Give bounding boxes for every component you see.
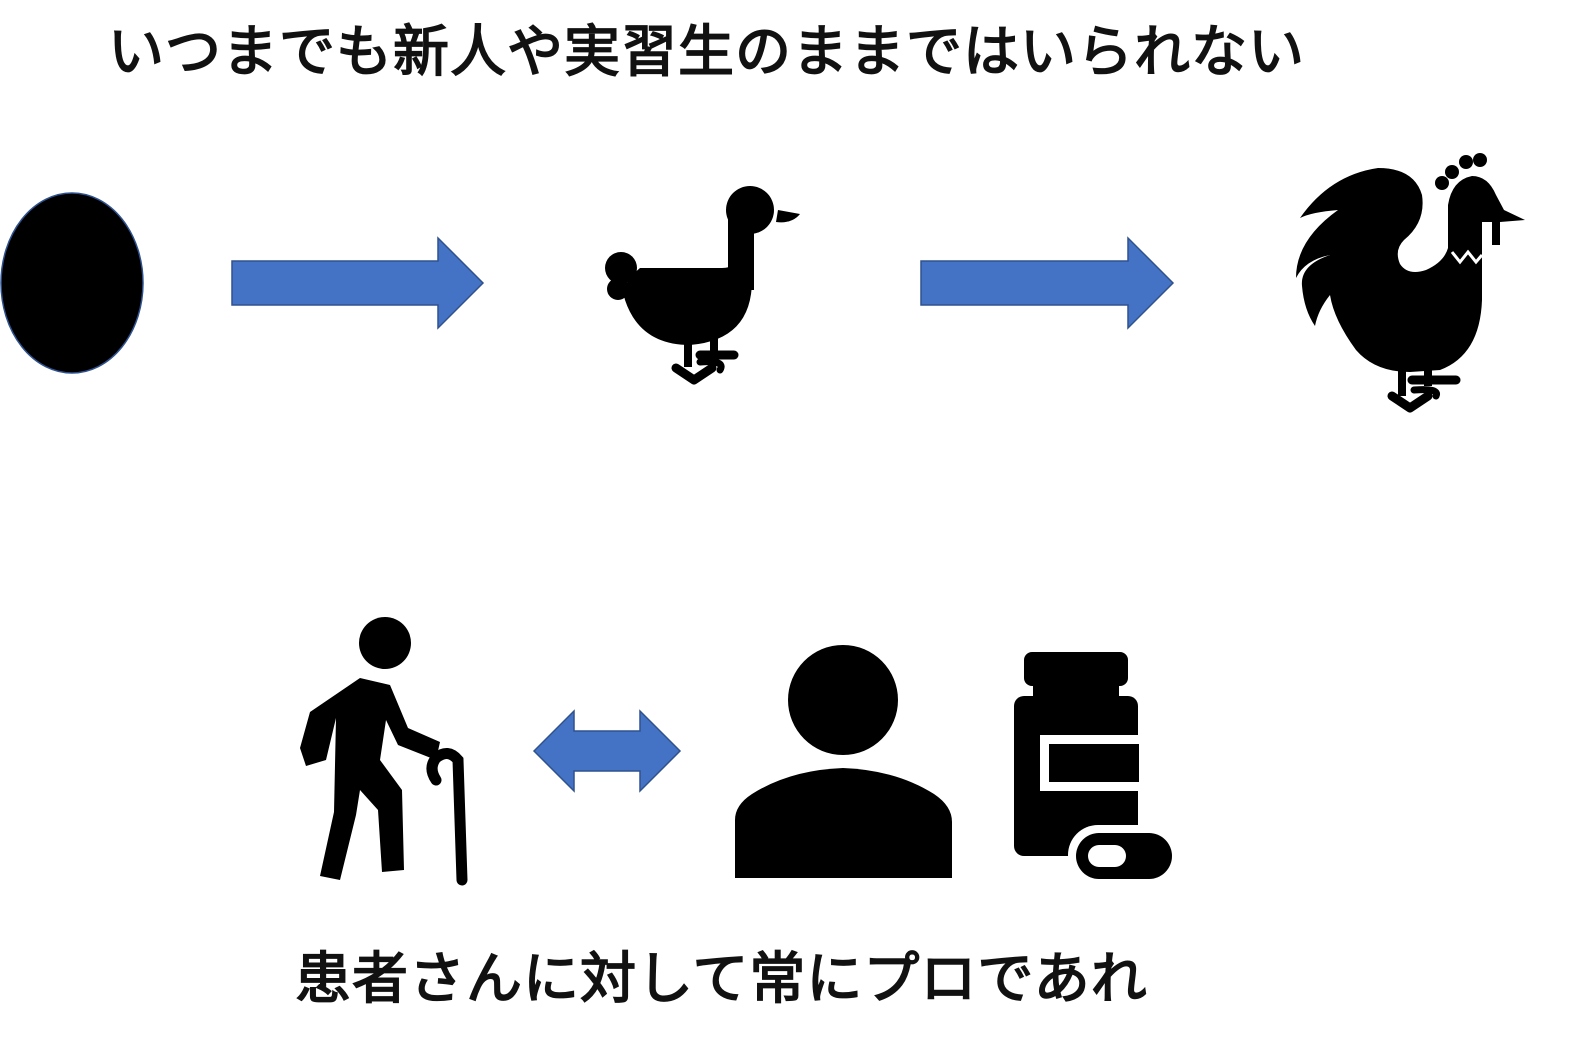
top-caption: いつまでも新人や実習生のままではいられない (108, 20, 1305, 85)
chick-icon (605, 186, 800, 385)
bottom-caption: 患者さんに対して常にプロであれ (295, 947, 1148, 1012)
person-icon (735, 645, 952, 878)
rooster-icon (1296, 153, 1525, 413)
double-arrow (532, 709, 682, 793)
egg-icon (0, 192, 144, 374)
elderly-person-with-cane-icon (300, 617, 468, 886)
growth-arrow-1 (231, 236, 485, 330)
growth-arrow-2 (920, 236, 1175, 330)
medicine-bottle-icon (1014, 652, 1178, 885)
